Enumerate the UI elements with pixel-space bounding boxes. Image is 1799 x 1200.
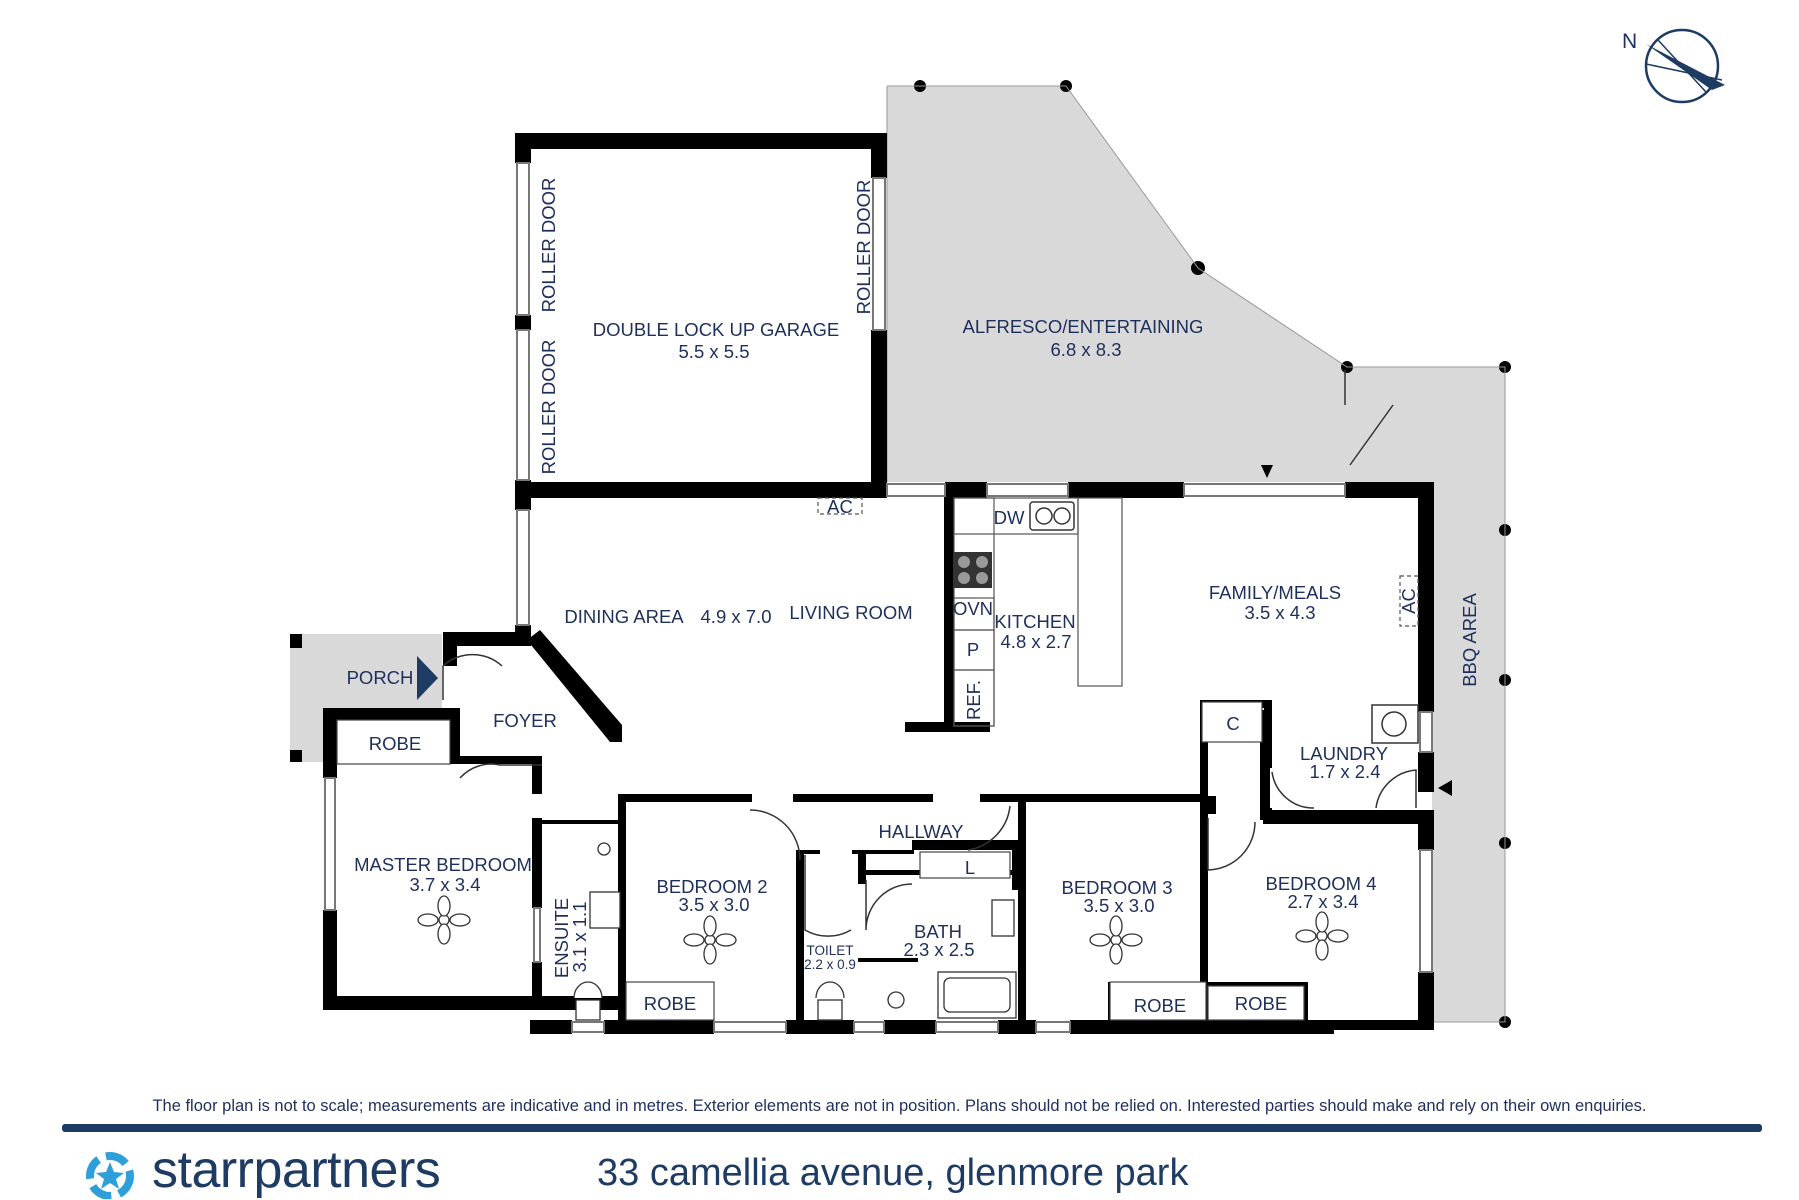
disclaimer-text: The floor plan is not to scale; measurem… bbox=[152, 1097, 1647, 1115]
kitchen-counters bbox=[953, 497, 1123, 727]
hallway-label: HALLWAY bbox=[879, 821, 964, 842]
fridge-label: REF. bbox=[963, 680, 984, 720]
alfresco-area bbox=[887, 86, 1347, 482]
dishwasher-label: DW bbox=[994, 507, 1025, 528]
laundry-tub-icon bbox=[1371, 704, 1419, 744]
master-robe-label: ROBE bbox=[369, 733, 421, 754]
door-swings bbox=[442, 370, 1417, 937]
cupboards bbox=[336, 701, 1305, 1021]
family-door-arrow bbox=[1261, 465, 1273, 478]
family-size: 3.5 x 4.3 bbox=[1245, 602, 1316, 623]
bath-size: 2.3 x 2.5 bbox=[904, 939, 975, 960]
toilet-size: 2.2 x 0.9 bbox=[804, 957, 856, 972]
master-bedroom-label: MASTER BEDROOM bbox=[354, 854, 532, 875]
dining-size: 4.9 x 7.0 bbox=[701, 606, 772, 627]
master-bedroom-size: 3.7 x 3.4 bbox=[410, 874, 481, 895]
bedroom2-label: BEDROOM 2 bbox=[656, 876, 767, 897]
roller-door-label-2: ROLLER DOOR bbox=[538, 340, 559, 475]
bedroom2-size: 3.5 x 3.0 bbox=[679, 894, 750, 915]
property-address: 33 camellia avenue, glenmore park bbox=[597, 1152, 1189, 1194]
footer-divider bbox=[62, 1124, 1762, 1132]
bedroom2-robe-label: ROBE bbox=[644, 993, 696, 1014]
bbq-area bbox=[1347, 367, 1505, 1022]
ceiling-fan-icons bbox=[417, 895, 1349, 965]
foyer-label: FOYER bbox=[493, 710, 557, 731]
compass-icon bbox=[1644, 28, 1725, 104]
compass-north-label: N bbox=[1622, 30, 1637, 53]
linen-label: L bbox=[965, 857, 975, 878]
bathroom-fixtures bbox=[573, 842, 1017, 1021]
walls bbox=[290, 133, 1434, 1034]
star-logo-icon bbox=[86, 1152, 134, 1199]
bedroom3-size: 3.5 x 3.0 bbox=[1084, 895, 1155, 916]
laundry-label: LAUNDRY bbox=[1300, 743, 1388, 764]
windows bbox=[324, 162, 1433, 1033]
bedroom4-robe-label: ROBE bbox=[1235, 993, 1287, 1014]
cupboard-label: C bbox=[1226, 713, 1239, 734]
kitchen-size: 4.8 x 2.7 bbox=[1001, 631, 1072, 652]
garage-size: 5.5 x 5.5 bbox=[679, 341, 750, 362]
laundry-size: 1.7 x 2.4 bbox=[1310, 761, 1381, 782]
ac-units bbox=[817, 497, 1419, 627]
bedroom3-robe-label: ROBE bbox=[1134, 995, 1186, 1016]
alfresco-size: 6.8 x 8.3 bbox=[1051, 339, 1122, 360]
brand-name: starrpartners bbox=[152, 1141, 441, 1199]
porch-label: PORCH bbox=[347, 667, 414, 688]
ensuite-size: 3.1 x 1.1 bbox=[569, 902, 590, 973]
cooktop-icon bbox=[954, 552, 992, 588]
alfresco-label: ALFRESCO/ENTERTAINING bbox=[963, 316, 1204, 337]
living-label: LIVING ROOM bbox=[789, 602, 912, 623]
bedroom4-size: 2.7 x 3.4 bbox=[1288, 891, 1359, 912]
laundry-door-arrow bbox=[1438, 780, 1452, 796]
kitchen-sink-icon bbox=[1029, 501, 1075, 531]
pantry-label: P bbox=[967, 639, 979, 660]
bath-label: BATH bbox=[914, 921, 962, 942]
roller-door-label-1: ROLLER DOOR bbox=[538, 178, 559, 313]
roller-door-label-3: ROLLER DOOR bbox=[853, 180, 874, 315]
garage-label: DOUBLE LOCK UP GARAGE bbox=[593, 319, 839, 340]
toilet-label: TOILET bbox=[806, 943, 853, 958]
ac-label-living: AC bbox=[827, 496, 853, 517]
porch-entry-arrow bbox=[417, 656, 438, 700]
ensuite-label: ENSUITE bbox=[551, 898, 572, 978]
bedroom3-label: BEDROOM 3 bbox=[1061, 877, 1172, 898]
ac-label-family: AC bbox=[1398, 588, 1419, 614]
kitchen-label: KITCHEN bbox=[994, 611, 1075, 632]
oven-label: OVN bbox=[953, 598, 993, 619]
dining-label: DINING AREA bbox=[564, 606, 684, 627]
bedroom4-label: BEDROOM 4 bbox=[1265, 873, 1376, 894]
family-label: FAMILY/MEALS bbox=[1209, 582, 1341, 603]
bbq-area-label: BBQ AREA bbox=[1459, 593, 1480, 687]
